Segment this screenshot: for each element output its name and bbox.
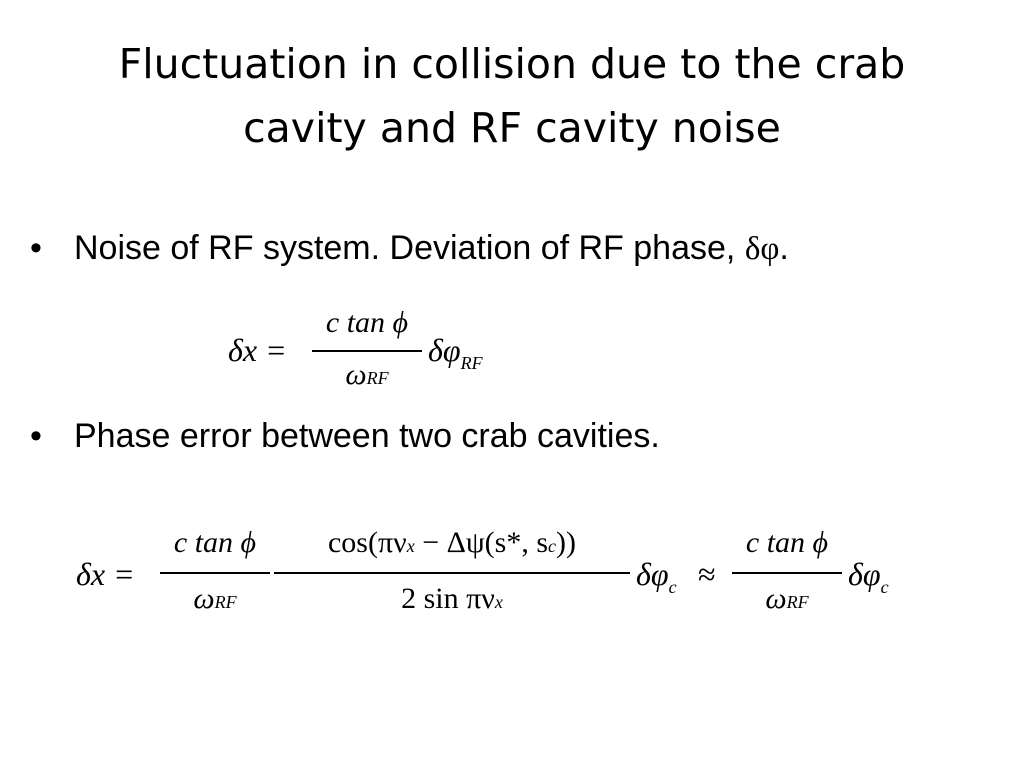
bullet-text: Noise of RF system. Deviation of RF phas… (74, 229, 745, 267)
eq2-f2-denominator: 2 sin πνx (401, 582, 503, 615)
eq2-fraction-3: c tan ϕ ωRF (732, 522, 842, 630)
slide-title-line-1: Fluctuation in collision due to the crab (118, 40, 906, 88)
eq2-f3-denominator: ωRF (765, 582, 809, 615)
eq2-f3-bar (732, 572, 842, 574)
bullet-marker: • (30, 229, 42, 267)
eq1-numerator: c tan ϕ (325, 306, 409, 339)
eq2-f1-denominator: ωRF (193, 582, 237, 615)
bullet-crab-phase-error: • Phase error between two crab cavities. (30, 416, 660, 456)
eq2-mid-term: δφc (636, 556, 677, 597)
eq2-f3-numerator: c tan ϕ (745, 526, 829, 559)
eq2-f1-bar (160, 572, 270, 574)
eq2-fraction-1: c tan ϕ ωRF (160, 522, 270, 630)
eq1-lhs: δx = (228, 332, 287, 368)
eq1-denominator: ωRF (345, 358, 389, 391)
eq2-f2-bar (274, 572, 630, 574)
eq2-tail: δφc (848, 556, 889, 597)
bullet-text: Phase error between two crab cavities. (74, 417, 660, 455)
eq2-fraction-2: cos(πνx − Δψ(s*, sc)) 2 sin πνx (274, 522, 630, 630)
eq1-fraction: c tan ϕ ωRF (312, 300, 422, 408)
bullet-tail: . (779, 229, 789, 267)
eq2-lhs: δx = (76, 556, 135, 592)
slide-title: Fluctuation in collision due to the crab… (40, 32, 984, 160)
eq2-f1-numerator: c tan ϕ (173, 526, 257, 559)
delta-phi-symbol: δφ (744, 231, 780, 267)
eq1-fraction-bar (312, 350, 422, 352)
eq2-f2-numerator: cos(πνx − Δψ(s*, sc)) (327, 526, 577, 559)
eq1-tail: δφRF (428, 332, 483, 373)
eq2-approx: ≈ (698, 556, 716, 592)
slide-title-line-2: cavity and RF cavity noise (243, 104, 781, 152)
bullet-rf-noise: • Noise of RF system. Deviation of RF pha… (30, 228, 789, 269)
bullet-marker: • (30, 417, 42, 455)
